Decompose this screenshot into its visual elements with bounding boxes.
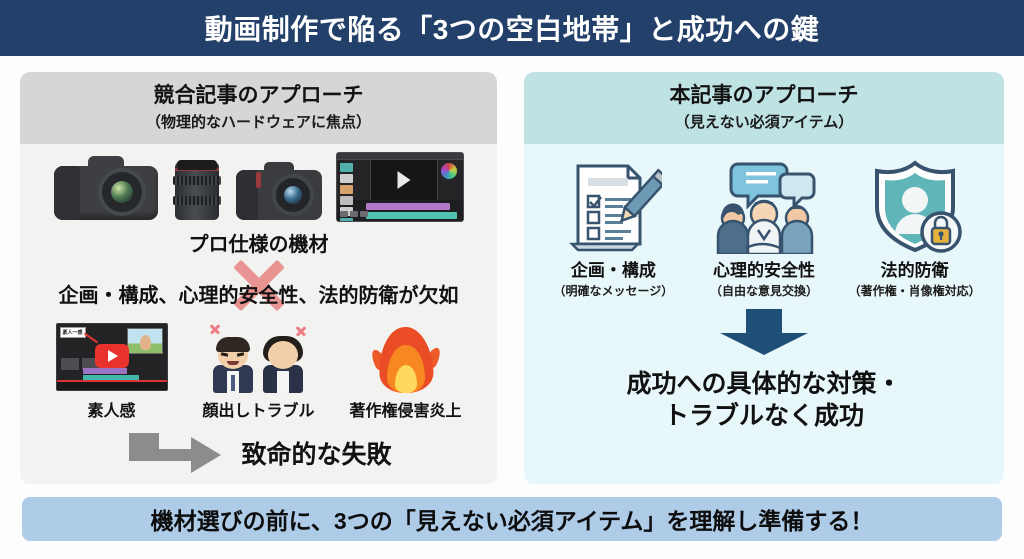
video-editing-software-icon [335, 152, 464, 222]
lack-text: 企画・構成、心理的安全性、法的防衛が欠如 [58, 285, 459, 307]
left-panel-competitor-approach: 競合記事のアプローチ （物理的なハードウェアに焦点） [20, 72, 497, 484]
dslr-camera-secondary-icon [235, 160, 322, 222]
bottom-banner: 機材選びの前に、3つの「見えない必須アイテム」を理解し準備する！ [22, 497, 1002, 541]
shield-person-lock-icon [842, 156, 987, 256]
failure-item: 顔出しトラブル [194, 321, 324, 421]
page-title: 動画制作で陥る「3つの空白地帯」と成功への鍵 [204, 14, 820, 45]
essential-item: 企画・構成 （明確なメッセージ） [541, 156, 686, 299]
essential-item-title: 企画・構成 [570, 261, 656, 280]
left-panel-body: プロ仕様の機材 企画・構成、心理的安全性、法的防衛が欠如 素人一感 [20, 144, 497, 484]
essential-item-sub: （著作権・肖像権対応） [848, 284, 981, 298]
essential-item-sub: （明確なメッセージ） [553, 284, 674, 298]
fire-flame-icon [341, 321, 471, 394]
essential-item-title: 法的防衛 [880, 261, 949, 280]
failure-label: 顔出しトラブル [202, 403, 315, 420]
right-panel-body: 企画・構成 （明確なメッセージ） [524, 144, 1004, 484]
people-discussion-icon [691, 156, 836, 256]
right-panel-title: 本記事のアプローチ [669, 84, 859, 108]
right-panel-article-approach: 本記事のアプローチ （見えない必須アイテム） [524, 72, 1004, 484]
angry-people-icon [194, 321, 324, 393]
blue-down-arrow-wrapper [524, 307, 1004, 362]
right-panel-header: 本記事のアプローチ （見えない必須アイテム） [524, 72, 1004, 144]
essential-item: 法的防衛 （著作権・肖像権対応） [842, 156, 987, 299]
essential-item-row: 企画・構成 （明確なメッセージ） [524, 144, 1004, 299]
lack-zone: 企画・構成、心理的安全性、法的防衛が欠如 [20, 259, 497, 317]
dslr-camera-icon [53, 156, 158, 222]
right-panel-subtitle: （見えない必須アイテム） [674, 113, 854, 131]
bottom-banner-text: 機材選びの前に、3つの「見えない必須アイテム」を理解し準備する！ [150, 508, 874, 534]
left-conclusion-text: 致命的な失敗 [241, 441, 392, 469]
failure-item: 素人一感 素人感 [47, 321, 177, 421]
camera-lens-icon [172, 156, 222, 222]
essential-item-sub: （自由な意見交換） [709, 284, 818, 298]
amateur-video-tag: 素人一感 [59, 327, 86, 338]
amateur-video-thumbnail-icon: 素人一感 [47, 321, 177, 393]
gear-caption: プロ仕様の機材 [188, 234, 329, 256]
left-conclusion: 致命的な失敗 [20, 431, 497, 475]
left-panel-title: 競合記事のアプローチ [153, 84, 364, 108]
right-conclusion: 成功への具体的な対策・ トラブルなく成功 [524, 368, 1004, 432]
failure-label: 著作権侵害炎上 [349, 403, 462, 420]
right-conclusion-line2: トラブルなく成功 [663, 402, 864, 430]
checklist-pencil-icon [541, 156, 686, 256]
gear-icon-row [20, 144, 497, 222]
right-conclusion-line1: 成功への具体的な対策・ [626, 370, 902, 398]
left-panel-header: 競合記事のアプローチ （物理的なハードウェアに焦点） [20, 72, 497, 144]
failure-label: 素人感 [87, 403, 136, 420]
left-panel-subtitle: （物理的なハードウェアに焦点） [145, 113, 371, 131]
failure-item: 著作権侵害炎上 [341, 321, 471, 421]
failure-item-row: 素人一感 素人感 [20, 317, 497, 421]
gray-right-arrow-icon [125, 431, 225, 475]
essential-item: 心理的安全性 （自由な意見交換） [691, 156, 836, 299]
blue-down-arrow-icon [718, 307, 810, 362]
essential-item-title: 心理的安全性 [712, 261, 815, 280]
header-bar: 動画制作で陥る「3つの空白地帯」と成功への鍵 [0, 0, 1024, 56]
